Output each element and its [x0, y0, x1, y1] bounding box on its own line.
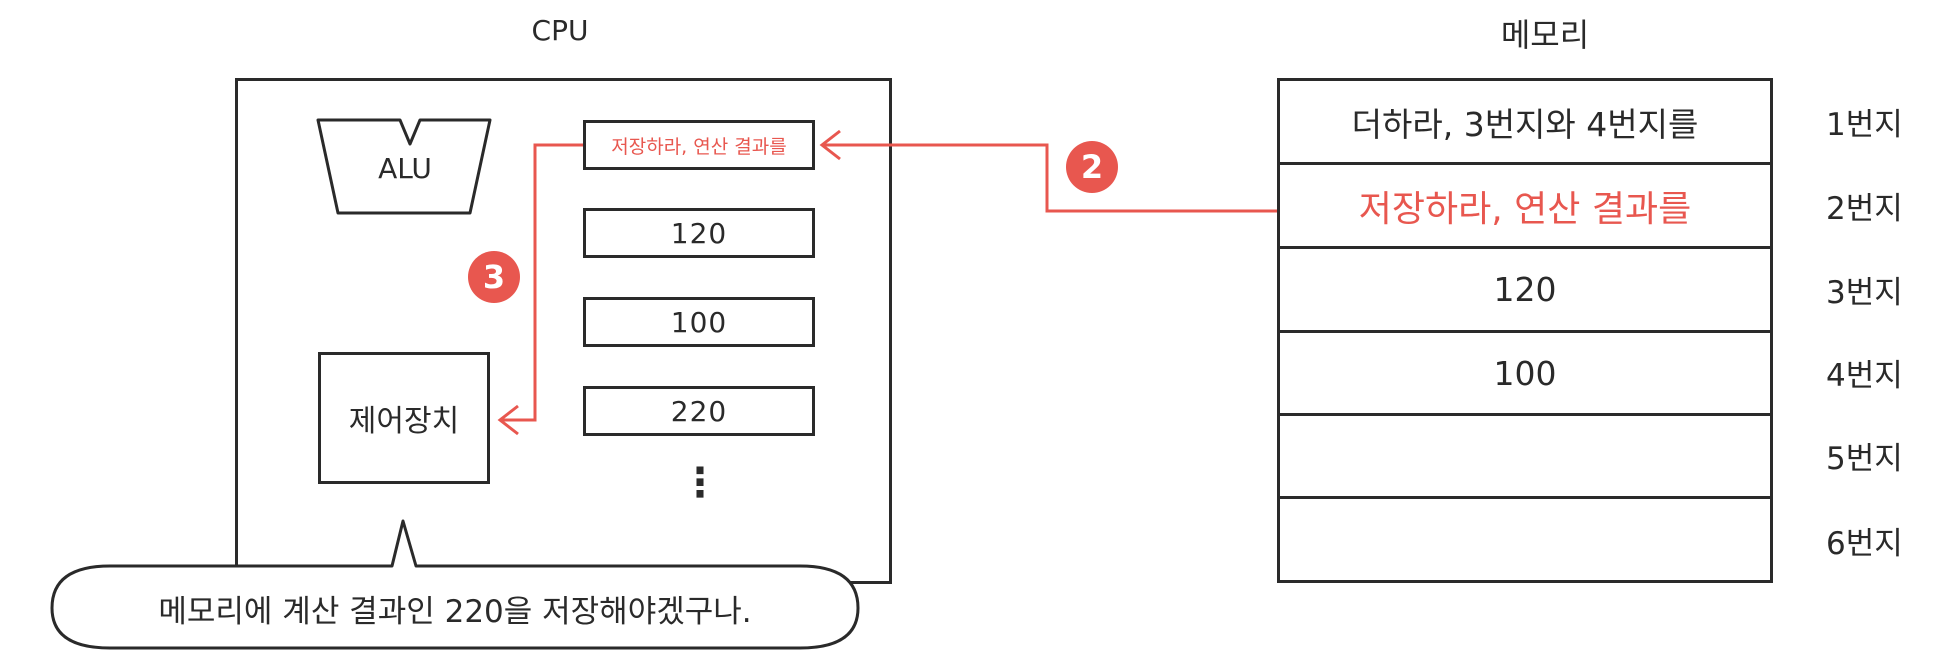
- speech-bubble-shape: [50, 519, 860, 650]
- alu-label: ALU: [378, 152, 432, 185]
- memory-address-1: 1번지: [1826, 107, 1903, 143]
- step-2-badge: 2: [1066, 141, 1118, 193]
- register-ellipsis: ⋮: [680, 460, 720, 506]
- cpu-title: CPU: [531, 14, 589, 47]
- arrow-register-to-control: [500, 143, 583, 422]
- memory-title: 메모리: [1500, 16, 1590, 54]
- memory-address-4: 4번지: [1826, 358, 1903, 394]
- memory-row-4: 100: [1280, 333, 1770, 416]
- memory-row-1: 더하라, 3번지와 4번지를: [1280, 81, 1770, 165]
- memory-address-6: 6번지: [1826, 526, 1903, 562]
- arrowhead-control: [497, 404, 519, 436]
- memory-row-3: 120: [1280, 249, 1770, 333]
- memory-row-5: [1280, 416, 1770, 499]
- memory-address-2: 2번지: [1826, 191, 1903, 227]
- arrow-memory-to-register: [822, 143, 1277, 213]
- arrowhead-register: [819, 129, 841, 161]
- memory-table: 더하라, 3번지와 4번지를 저장하라, 연산 결과를 120 100: [1277, 78, 1773, 583]
- register-4: 220: [583, 386, 815, 436]
- alu-shape: [316, 118, 492, 215]
- register-3: 100: [583, 297, 815, 347]
- memory-address-3: 3번지: [1826, 275, 1903, 311]
- speech-text: 메모리에 계산 결과인 220을 저장해야겠구나.: [158, 594, 752, 630]
- step-3-badge: 3: [468, 251, 520, 303]
- control-unit-label: 제어장치: [348, 404, 460, 439]
- memory-row-2: 저장하라, 연산 결과를: [1280, 165, 1770, 249]
- register-2: 120: [583, 208, 815, 258]
- register-1: 저장하라, 연산 결과를: [583, 120, 815, 170]
- control-unit-box: 제어장치: [318, 352, 490, 484]
- memory-address-5: 5번지: [1826, 441, 1903, 477]
